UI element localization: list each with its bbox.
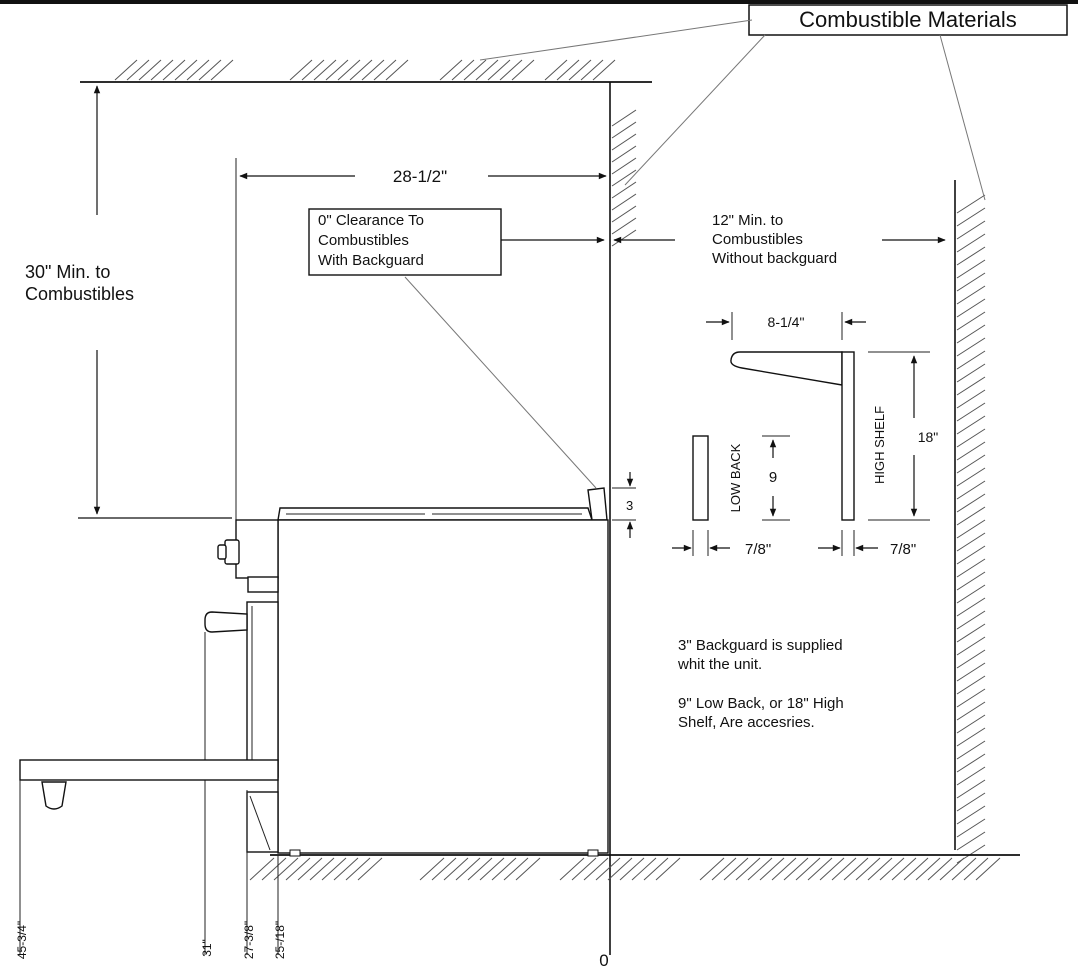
low-back-accessory: LOW BACK 9 7/8" xyxy=(672,435,790,558)
bottom-31-label: 31" xyxy=(200,939,214,957)
min30-line1: 30" Min. to xyxy=(25,262,110,282)
dim-7-8-high: 7/8" xyxy=(890,541,916,558)
low-back-panel xyxy=(692,435,709,521)
range-body xyxy=(277,519,609,854)
twelve-inch-clearance: 12" Min. to Combustibles Without backgua… xyxy=(613,212,946,267)
note2-line1: 9" Low Back, or 18" High xyxy=(678,695,844,712)
bottom-45-label: 45-3/4" xyxy=(15,921,29,959)
clear0-line3: With Backguard xyxy=(318,252,424,269)
side-wall-combustible xyxy=(954,180,986,864)
note2-line2: Shelf, Are accesries. xyxy=(678,714,815,731)
clear12-line2: Combustibles xyxy=(712,231,803,248)
floor xyxy=(249,854,1020,881)
clear12-line3: Without backguard xyxy=(712,250,837,267)
clear0-line2: Combustibles xyxy=(318,232,409,249)
back-wall-combustible xyxy=(609,82,637,955)
low-back-label: LOW BACK xyxy=(728,443,743,512)
door-handle-icon xyxy=(204,611,248,633)
dim-7-8-low: 7/8" xyxy=(745,541,771,558)
clear0-line1: 0" Clearance To xyxy=(318,212,424,229)
dim-9-label: 9 xyxy=(769,469,777,486)
dimension-3-backguard: 3 xyxy=(612,472,636,538)
note1-line2: whit the unit. xyxy=(677,656,762,673)
clear12-line1: 12" Min. to xyxy=(712,212,783,229)
high-shelf-label: HIGH SHELF xyxy=(872,406,887,484)
dim-18-label: 18" xyxy=(918,429,939,445)
open-oven-door xyxy=(19,759,279,955)
range-unit xyxy=(204,487,609,955)
note1-line1: 3" Backguard is supplied xyxy=(678,637,843,654)
notes: 3" Backguard is supplied whit the unit. … xyxy=(677,637,844,731)
high-shelf-panel xyxy=(841,351,855,521)
bottom-27-label: 27-3/8" xyxy=(242,921,256,959)
bottom-0-label: 0 xyxy=(599,951,608,970)
dimension-28-half: 28-1/2" xyxy=(235,158,607,520)
open-door-handle-icon xyxy=(41,781,67,810)
ceiling-combustible xyxy=(80,59,652,83)
control-knob-icon xyxy=(224,539,240,565)
bottom-25-label: 25-/18" xyxy=(273,921,287,959)
bottom-depth-labels: 45-3/4" 31" 27-3/8" 25-/18" 0 xyxy=(15,790,609,970)
zero-clearance-callout: 0" Clearance To Combustibles With Backgu… xyxy=(308,208,605,489)
min30-line2: Combustibles xyxy=(25,284,134,304)
width-28-label: 28-1/2" xyxy=(393,167,447,186)
dim-3-label: 3 xyxy=(626,498,633,513)
combustible-materials-label: Combustible Materials xyxy=(799,7,1017,32)
dimension-30-min: 30" Min. to Combustibles xyxy=(25,85,232,519)
high-shelf-accessory: HIGH SHELF 8-1/4" 18" 7/8" xyxy=(706,312,938,558)
combustible-materials-callout: Combustible Materials xyxy=(479,4,1068,201)
high-shelf-top xyxy=(730,351,843,386)
dim-8-1-4-label: 8-1/4" xyxy=(768,314,805,330)
top-border xyxy=(0,0,1078,4)
